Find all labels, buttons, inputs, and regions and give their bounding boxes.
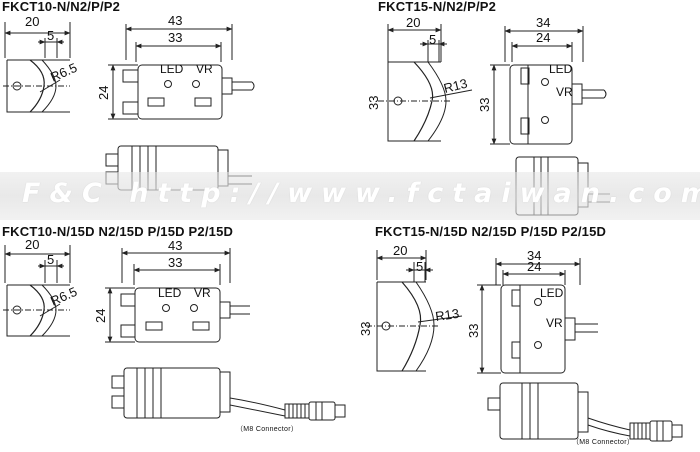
led-label: LED: [540, 286, 564, 300]
fkct10-15d-side-view: [3, 245, 71, 337]
fkct10-15d-length-dim: 43: [168, 238, 182, 253]
fkct15-15d-inner-dim: 24: [527, 259, 541, 274]
title-fkct15-15d: FKCT15-N/15D N2/15D P/15D P2/15D: [375, 224, 607, 239]
fkct15-length-dim: 34: [536, 15, 550, 30]
fkct15-15d-cable-view: [487, 382, 683, 442]
fkct10-inner-dim: 33: [168, 30, 182, 45]
fkct15-15d-width-dim: 20: [393, 243, 407, 258]
fkct15-height-dim: 33: [366, 96, 381, 110]
watermark-text: F&C http://www.fctaiwan.com: [22, 178, 700, 209]
fkct10-length-dim: 43: [168, 13, 182, 28]
m8-connector-caption: （M8 Connector）: [572, 438, 634, 446]
fkct10-15d-inner-dim: 33: [168, 255, 182, 270]
fkct10-15d-width-dim: 20: [25, 237, 39, 252]
fkct10-width-dim: 20: [25, 14, 39, 29]
fkct15-15d-radius-label: R13: [434, 306, 460, 324]
watermark-band: F&C http://www.fctaiwan.com: [0, 172, 700, 220]
fkct15-top-view: [490, 26, 607, 145]
title-fkct15: FKCT15-N/N2/P/P2: [378, 0, 497, 14]
vr-label: VR: [556, 85, 573, 99]
fkct10-side-view: [3, 22, 71, 113]
fkct15-gap-dim: 5: [429, 32, 436, 47]
fkct10-height-dim: 24: [96, 86, 111, 100]
fkct15-15d-front-height-dim: 33: [466, 324, 481, 338]
led-label: LED: [549, 62, 573, 76]
fkct10-radius-label: R6.5: [48, 60, 79, 85]
fkct15-15d-gap-dim: 5: [416, 259, 423, 274]
led-label: LED: [158, 286, 182, 300]
fkct15-15d-top-view: [477, 258, 598, 374]
fkct10-15d-gap-dim: 5: [47, 252, 54, 267]
led-label: LED: [160, 62, 184, 76]
vr-label: VR: [196, 62, 213, 76]
fkct15-radius-label: R13: [442, 76, 469, 96]
title-fkct10-15d: FKCT10-N/15D N2/15D P/15D P2/15D: [2, 224, 234, 239]
fkct15-15d-length-dim: 34: [527, 248, 541, 263]
fkct10-15d-cable-view: [111, 367, 346, 421]
fkct15-15d-height-dim: 33: [358, 322, 373, 336]
fkct15-side-view: [378, 24, 473, 142]
m8-connector-caption: （M8 Connector）: [236, 425, 298, 433]
fkct10-top-view: [108, 24, 255, 120]
fkct10-gap-dim: 5: [47, 28, 54, 43]
fkct15-inner-dim: 24: [536, 30, 550, 45]
fkct10-15d-radius-label: R6.5: [48, 284, 79, 309]
fkct15-front-height-dim: 33: [477, 98, 492, 112]
fkct15-width-dim: 20: [406, 15, 420, 30]
fkct10-15d-top-view: [105, 248, 250, 343]
fkct10-15d-height-dim: 24: [93, 309, 108, 323]
fkct15-15d-side-view: [366, 250, 463, 372]
vr-label: VR: [194, 286, 211, 300]
vr-label: VR: [546, 316, 563, 330]
title-fkct10: FKCT10-N/N2/P/P2: [2, 0, 121, 14]
